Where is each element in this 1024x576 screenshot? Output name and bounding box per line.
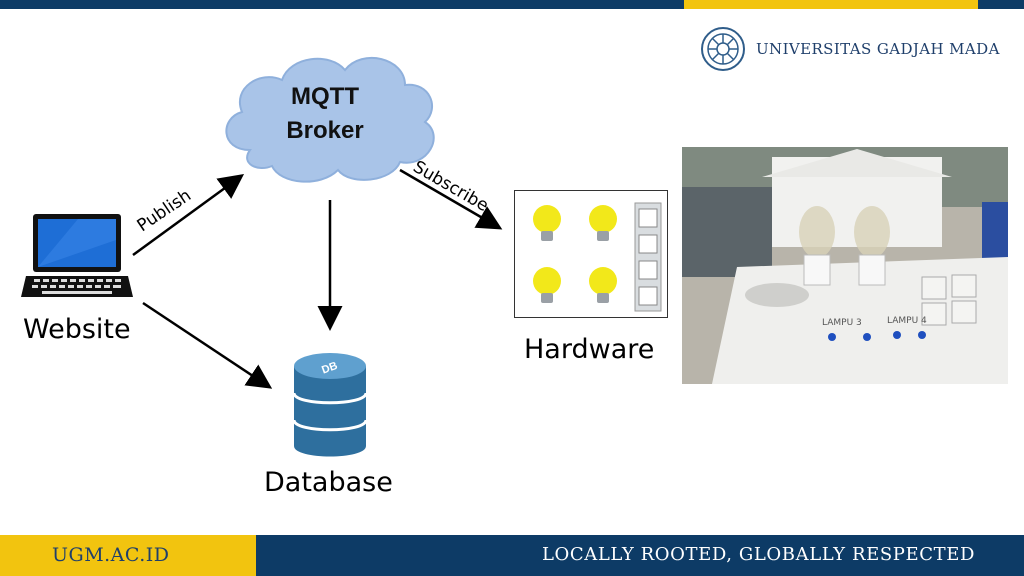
subscribe-arrow xyxy=(399,168,503,230)
database-label: Database xyxy=(264,467,393,498)
bulb-icon xyxy=(533,205,561,241)
ugm-seal-icon xyxy=(701,27,745,71)
hardware-panel-art xyxy=(533,202,662,312)
footer-tagline: LOCALLY ROOTED, GLOBALLY RESPECTED xyxy=(542,544,975,565)
subscribe-label: Subscribe xyxy=(410,157,492,216)
mqtt-broker-label: MQTT Broker xyxy=(255,80,395,148)
top-accent-bar xyxy=(0,0,684,9)
top-accent-bar-gold xyxy=(684,0,978,9)
university-logo: UNIVERSITAS GADJAH MADA xyxy=(700,26,1000,72)
website-label: Website xyxy=(23,314,131,345)
footer-left-band xyxy=(0,535,256,576)
photo-panel-label: LAMPU 3 xyxy=(822,318,862,328)
database-icon: DB xyxy=(292,353,368,457)
publish-label: Publish xyxy=(134,186,195,236)
bulb-icon xyxy=(533,267,561,303)
university-name: UNIVERSITAS GADJAH MADA xyxy=(756,40,1000,58)
footer-website-link[interactable]: UGM.AC.ID xyxy=(52,544,170,566)
socket-strip-icon xyxy=(634,202,662,312)
footer-right-band xyxy=(256,535,1024,576)
hardware-panel xyxy=(514,190,668,318)
mqtt-broker-cloud xyxy=(225,57,435,183)
top-accent-bar-end xyxy=(978,0,1024,9)
broker-label-line1: MQTT xyxy=(291,83,359,110)
hardware-label: Hardware xyxy=(524,334,655,365)
hardware-photo: LAMPU 3 LAMPU 4 xyxy=(682,147,1008,384)
publish-arrow xyxy=(132,174,245,257)
broker-label-line2: Broker xyxy=(286,117,364,144)
laptop-icon xyxy=(21,214,133,297)
photo-panel-label: LAMPU 4 xyxy=(887,316,927,326)
bulb-icon xyxy=(589,205,617,241)
bulb-icon xyxy=(589,267,617,303)
hardware-photo-art: LAMPU 3 LAMPU 4 xyxy=(682,147,1008,384)
db-icon-label: DB xyxy=(320,360,339,377)
website-to-db-arrow xyxy=(142,301,273,389)
